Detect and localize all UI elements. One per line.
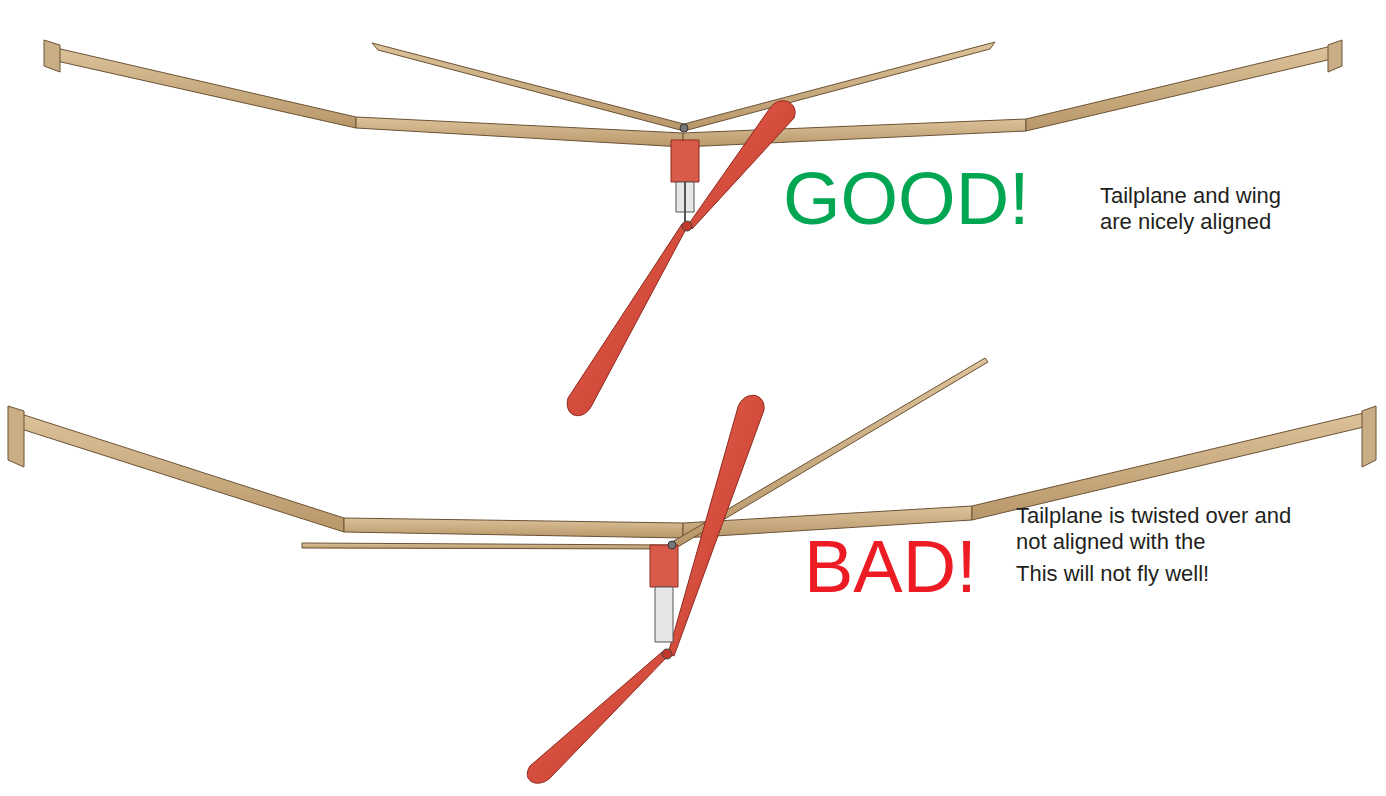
verdict-bad: BAD! — [804, 530, 977, 604]
note-text: This will not fly well! — [1016, 561, 1209, 587]
note-text: Tailplane is twisted over and not aligne… — [1016, 503, 1316, 556]
propeller — [567, 101, 795, 416]
propeller — [527, 395, 764, 783]
bad-plane — [8, 358, 1376, 783]
verdict-good: GOOD! — [783, 162, 1030, 236]
good-plane — [44, 40, 1342, 416]
note-text: Tailplane and wing are nicely aligned — [1100, 183, 1300, 236]
